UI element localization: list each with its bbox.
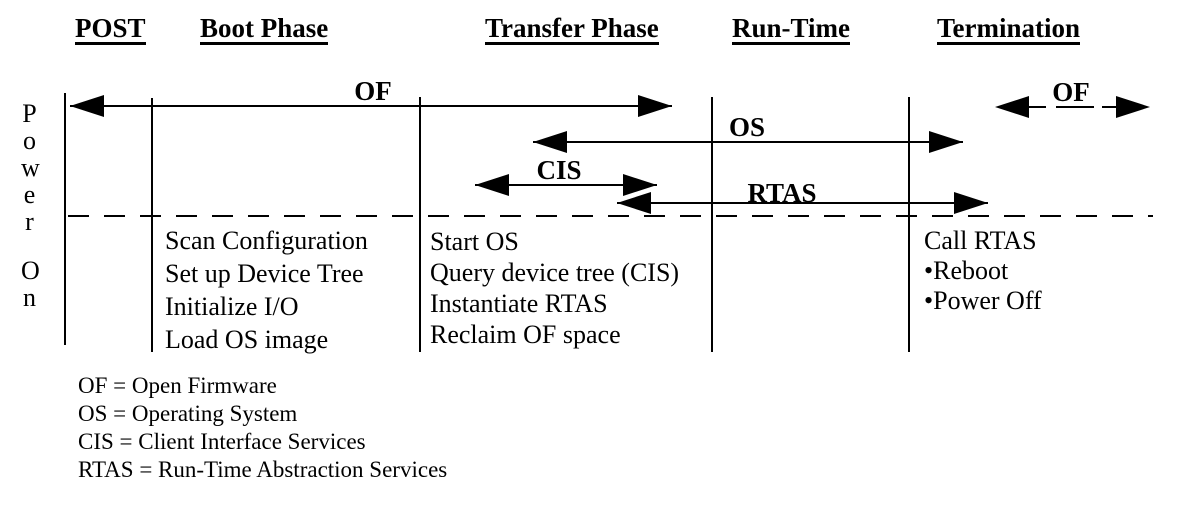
os-arrow-label: OS (728, 112, 766, 142)
task-item: Reclaim OF space (430, 320, 621, 349)
left-arrowhead-icon (70, 95, 104, 117)
of-termination-arrow-label: OF (1052, 77, 1090, 107)
power-on-label-word1: Power (21, 99, 40, 236)
of-termination-shaft-segment (1028, 106, 1046, 108)
transfer-phase-tasks: Start OS Query device tree (CIS) Instant… (430, 226, 679, 350)
left-arrowhead-icon (533, 131, 567, 153)
right-arrowhead-icon (954, 192, 988, 214)
legend-item: OS = Operating System (78, 401, 298, 426)
of-termination-shaft-segment (1102, 106, 1117, 108)
right-arrowhead-icon (638, 95, 672, 117)
power-on-baseline (68, 215, 1153, 217)
of-arrow-shaft (70, 105, 672, 107)
task-item: Start OS (430, 227, 519, 256)
right-arrowhead-icon (929, 131, 963, 153)
legend-item: CIS = Client Interface Services (78, 429, 366, 454)
left-arrowhead-icon (475, 174, 509, 196)
task-item: •Power Off (924, 286, 1042, 315)
task-item: Load OS image (165, 325, 329, 354)
phase-header-termination: Termination (937, 13, 1081, 45)
cis-arrow-label: CIS (536, 155, 582, 185)
divider-boot-transfer (419, 97, 421, 352)
of-arrow-label: OF (354, 76, 392, 106)
right-arrowhead-icon (623, 174, 657, 196)
divider-transfer-runtime (711, 97, 713, 352)
legend-item: OF = Open Firmware (78, 373, 277, 398)
task-item: Call RTAS (924, 226, 1037, 255)
os-arrow-shaft (533, 141, 963, 143)
task-item: Initialize I/O (165, 292, 299, 321)
task-item: Scan Configuration (165, 226, 368, 255)
timeline-left-edge-line (64, 93, 66, 345)
task-item: •Reboot (924, 256, 1009, 285)
left-arrowhead-icon (995, 96, 1029, 118)
left-arrowhead-icon (617, 192, 651, 214)
phase-header-boot: Boot Phase (200, 13, 329, 45)
divider-post-boot (151, 98, 153, 352)
termination-tasks: Call RTAS •Reboot •Power Off (924, 226, 1042, 316)
task-item: Query device tree (CIS) (430, 258, 680, 287)
power-on-label-word2: On (21, 256, 40, 312)
cis-arrow-shaft (475, 184, 657, 186)
task-item: Instantiate RTAS (430, 289, 608, 318)
task-item: Set up Device Tree (165, 259, 364, 288)
right-arrowhead-icon (1116, 96, 1150, 118)
boot-phase-tasks: Scan Configuration Set up Device Tree In… (165, 224, 368, 356)
divider-runtime-termination (908, 97, 910, 352)
legend-item: RTAS = Run-Time Abstraction Services (78, 457, 448, 482)
rtas-arrow-shaft (617, 202, 988, 204)
phase-header-transfer: Transfer Phase (485, 13, 659, 45)
legend: OF = Open Firmware OS = Operating System… (78, 372, 447, 484)
phase-header-post: POST (75, 13, 146, 45)
phase-header-runtime: Run-Time (732, 13, 851, 45)
rtas-arrow-label: RTAS (747, 178, 817, 208)
of-termination-shaft-segment (1056, 106, 1094, 108)
